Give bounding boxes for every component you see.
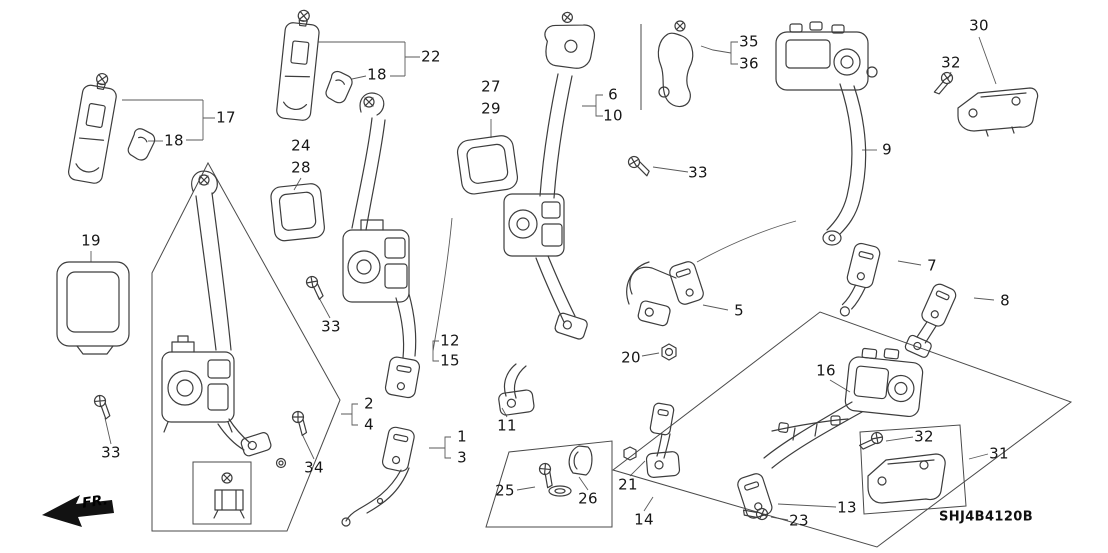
leader-lines [90, 36, 997, 521]
callout-2: 2 [364, 394, 374, 413]
parts-art [56, 7, 1039, 527]
callout-18-a: 18 [367, 65, 387, 84]
callout-32-a: 32 [941, 53, 961, 72]
callout-21: 21 [618, 475, 638, 494]
callout-17: 17 [216, 108, 236, 127]
callout-13: 13 [837, 498, 857, 517]
callout-34: 34 [304, 458, 324, 477]
callout-22: 22 [421, 47, 441, 66]
callout-14: 14 [634, 510, 654, 529]
callout-25: 25 [495, 481, 515, 500]
diagram-part-code: SHJ4B4120B [938, 509, 1034, 525]
callout-12: 12 [440, 331, 460, 350]
callout-29: 29 [481, 99, 501, 118]
callout-7: 7 [927, 256, 937, 275]
callout-35: 35 [739, 32, 759, 51]
callout-32-b: 32 [914, 427, 934, 446]
callout-27: 27 [481, 77, 501, 96]
callout-30: 30 [969, 16, 989, 35]
callout-18-b: 18 [164, 131, 184, 150]
callout-36: 36 [739, 54, 759, 73]
callout-23: 23 [789, 511, 809, 530]
callout-31: 31 [989, 444, 1009, 463]
callout-11: 11 [497, 416, 517, 435]
callout-5: 5 [734, 301, 744, 320]
callout-33-b: 33 [321, 317, 341, 336]
callout-15: 15 [440, 351, 460, 370]
callout-8: 8 [1000, 291, 1010, 310]
callout-9: 9 [882, 140, 892, 159]
callout-4: 4 [364, 415, 374, 434]
fr-arrow-icon [42, 495, 114, 527]
callout-16: 16 [816, 361, 836, 380]
callout-19: 19 [81, 231, 101, 250]
callout-3: 3 [457, 448, 467, 467]
callout-6: 6 [608, 85, 618, 104]
callout-26: 26 [578, 489, 598, 508]
callout-10: 10 [603, 106, 623, 125]
callout-24: 24 [291, 136, 311, 155]
callout-33-c: 33 [101, 443, 121, 462]
callout-33-a: 33 [688, 163, 708, 182]
callout-1: 1 [457, 427, 467, 446]
callout-28: 28 [291, 158, 311, 177]
callout-20: 20 [621, 348, 641, 367]
